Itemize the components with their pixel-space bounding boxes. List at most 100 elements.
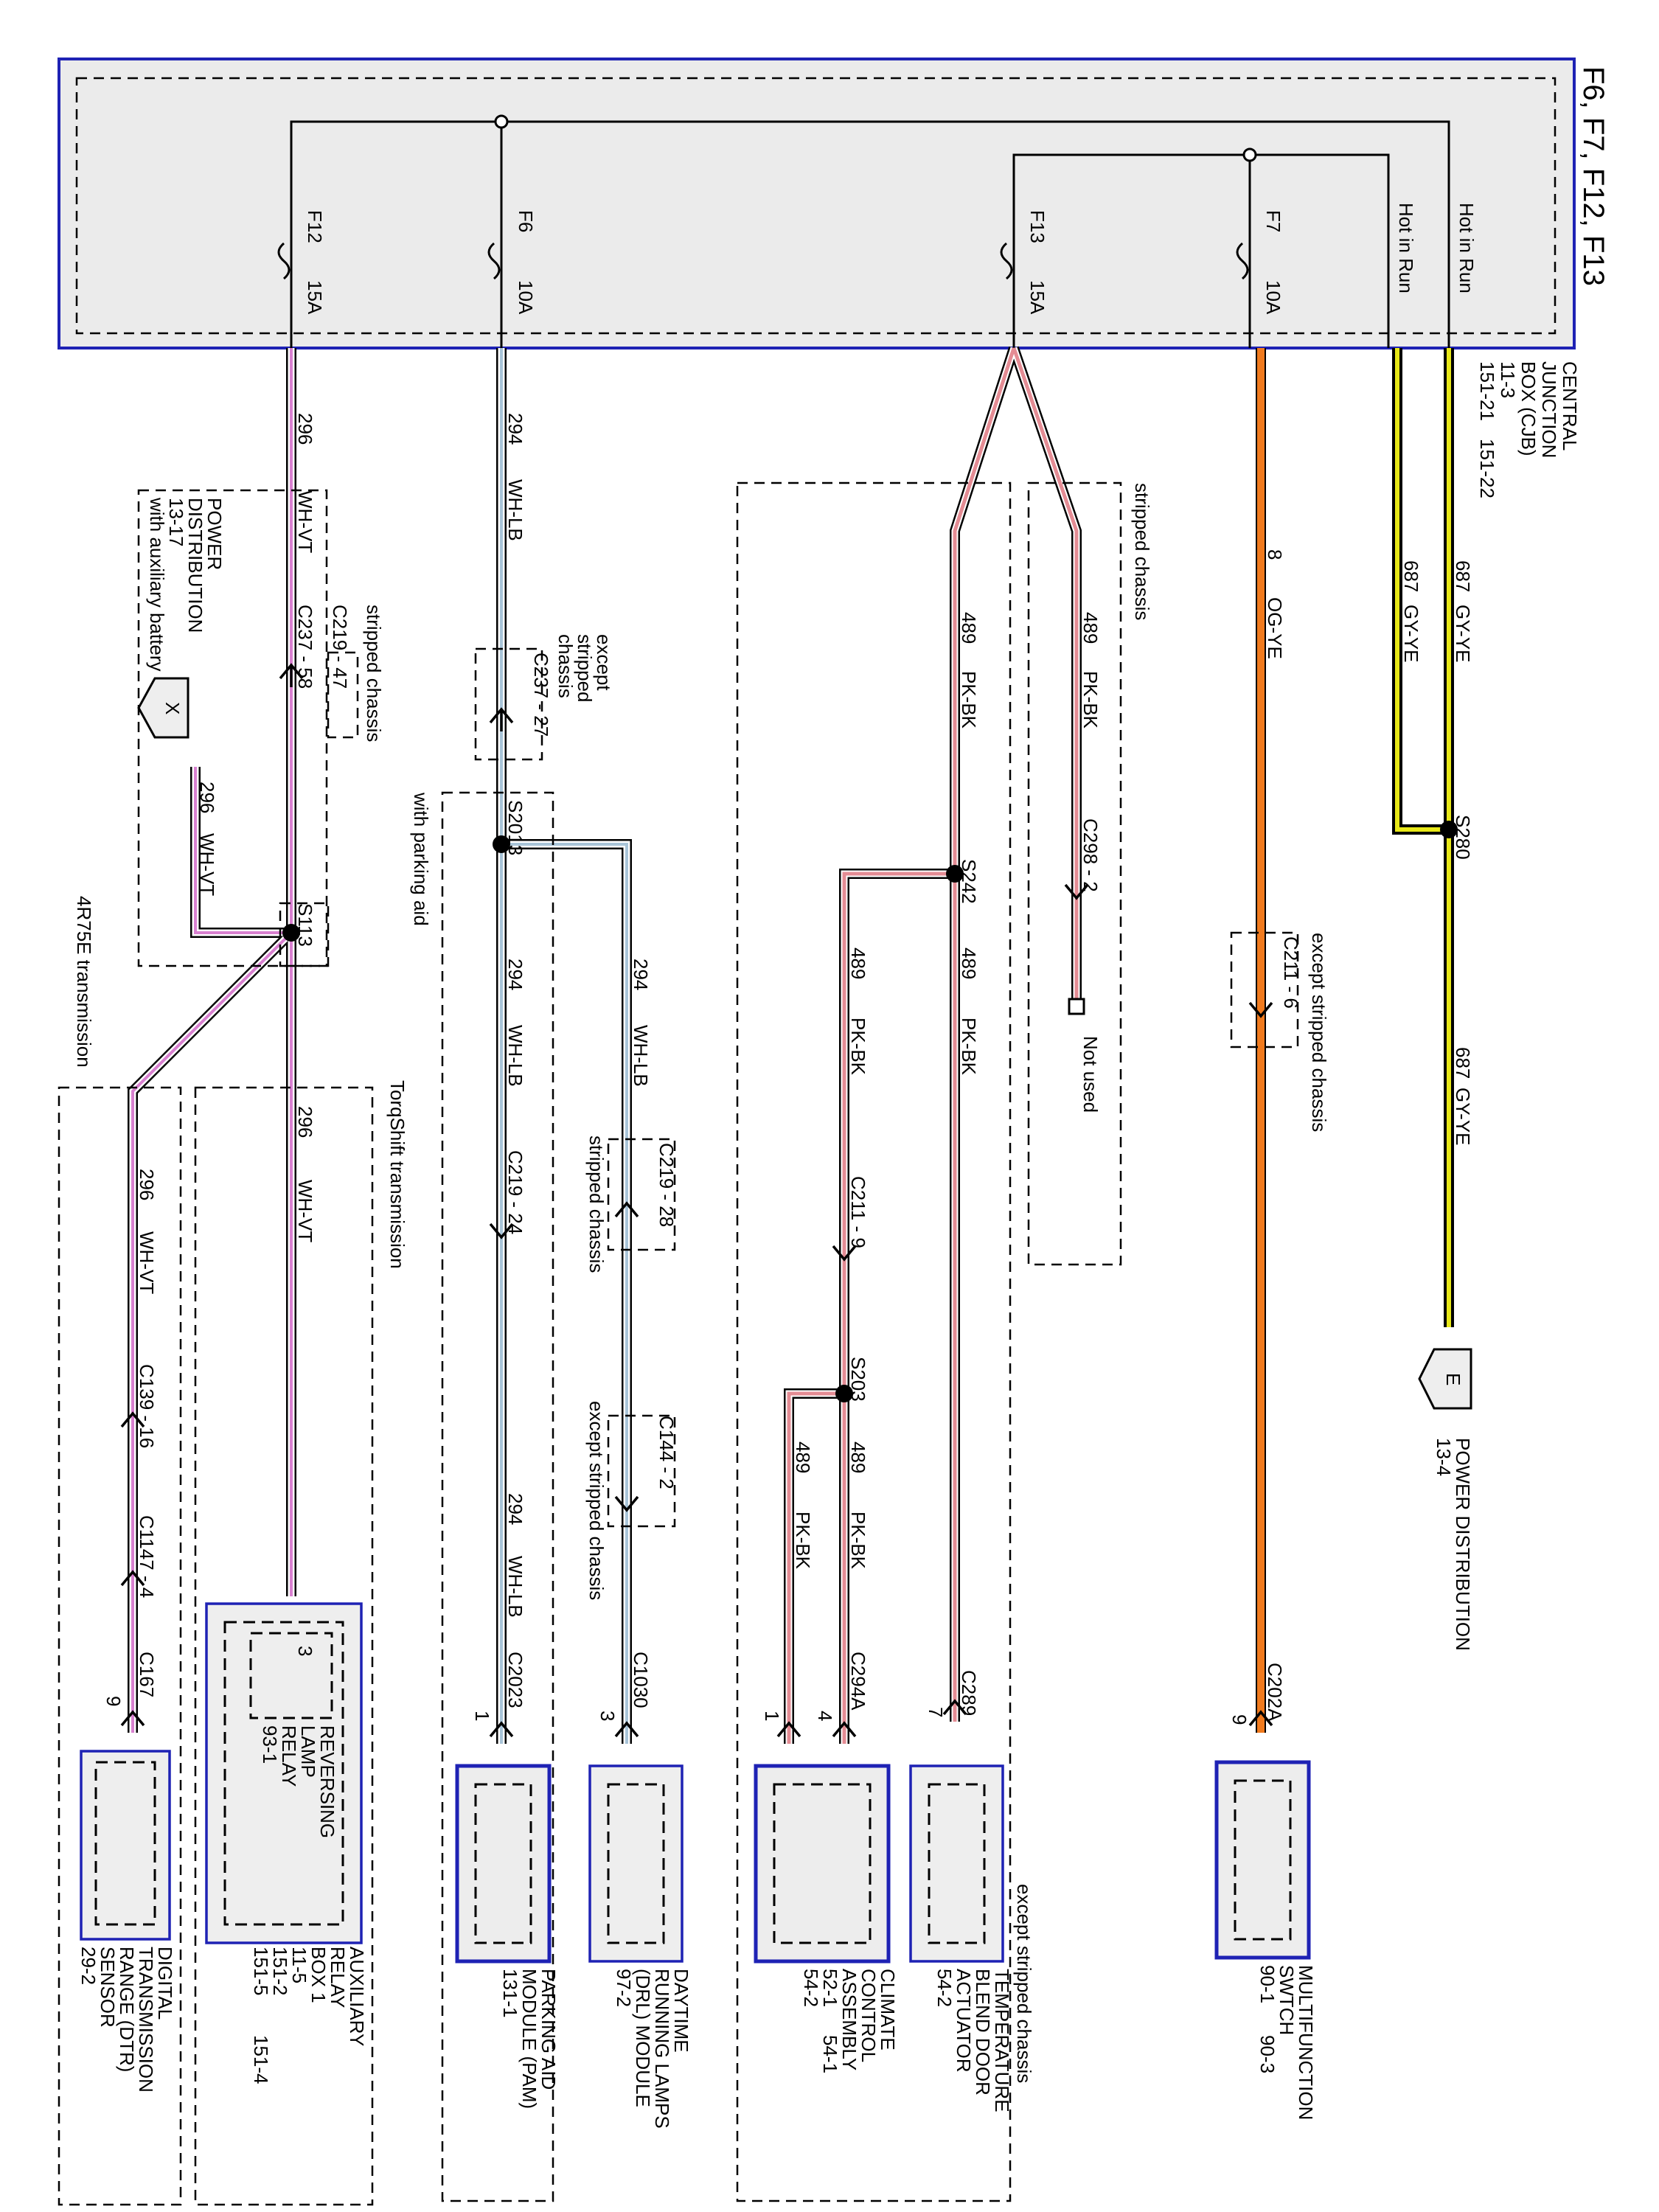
label-wh-lb-c: WH-LB [504, 1556, 526, 1618]
component-reversing-relay-inner [249, 1632, 333, 1719]
splice-s113 [282, 924, 300, 942]
connector-arrow-c144-2 [614, 1495, 639, 1512]
svg-text:54-2: 54-2 [933, 1969, 956, 2007]
label-wh-vt-a: WH-VT [294, 490, 316, 553]
svg-text:DAYTIME: DAYTIME [670, 1969, 692, 2053]
fuse-f12-symbol [277, 242, 291, 280]
label-c219-28: C219 - 28 [655, 1143, 678, 1227]
svg-text:PARKING AID: PARKING AID [538, 1969, 560, 2090]
fuse-f12-rating: 15A [304, 280, 326, 315]
box-except-stripped-c144-2 [607, 1414, 676, 1528]
svg-text:RELAY: RELAY [278, 1725, 300, 1787]
offpage-e-name-1: POWER DISTRIBUTION [1452, 1438, 1474, 1651]
svg-text:SWTCH: SWTCH [1276, 1965, 1298, 2035]
note-not-used: Not used [1079, 1036, 1102, 1113]
label-687-b: 687 [1400, 560, 1422, 592]
svg-text:90-3: 90-3 [1256, 2035, 1279, 2073]
svg-text:LAMP: LAMP [297, 1725, 319, 1778]
label-s113: S113 [294, 903, 316, 947]
component-aux-relay-box [205, 1602, 363, 1944]
note-stripped-chassis-2: stripped chassis [585, 1135, 608, 1273]
offpage-x-shape [137, 677, 189, 739]
cjb-name-3: BOX (CJB) [1517, 361, 1540, 456]
svg-text:54-2: 54-2 [800, 1969, 822, 2007]
svg-text:131-1: 131-1 [499, 1969, 521, 2018]
label-s280: S280 [1452, 815, 1474, 860]
offpage-e-ref: 13-4 [1433, 1438, 1455, 1476]
label-s203: S203 [847, 1357, 869, 1402]
label-c1030: C1030 [630, 1652, 652, 1708]
component-tbd-box [909, 1764, 1004, 1963]
connector-arrow-c139-16 [120, 1411, 145, 1428]
label-687-a: 687 [1452, 560, 1474, 592]
fuse-f13-rating: 15A [1026, 280, 1048, 315]
svg-text:BOX 1: BOX 1 [307, 1947, 330, 2003]
label-c219-47: C219 - 47 [329, 605, 351, 689]
component-mfs-box [1214, 1760, 1311, 1960]
svg-text:RELAY: RELAY [327, 1947, 349, 2008]
label-c144-2: C144 - 2 [655, 1416, 678, 1489]
svg-text:151-4: 151-4 [250, 2035, 272, 2084]
box-aux-battery [137, 489, 328, 967]
pin-arrow-dtr [120, 1710, 145, 1727]
label-296-b: 296 [294, 1106, 316, 1138]
connector-arrow-c211-9 [832, 1245, 857, 1262]
note-stripped-1: stripped [574, 634, 596, 703]
fuse-f13-symbol [1000, 242, 1013, 280]
splice-s242 [946, 865, 964, 883]
box-stripped-chassis-upper [1027, 481, 1122, 1266]
component-labels: DIGITAL TRANSMISSION RANGE (DTR) SENSOR … [77, 1725, 1317, 2129]
label-gy-ye-b: GY-YE [1400, 605, 1422, 663]
svg-text:97-2: 97-2 [613, 1969, 635, 2007]
label-489-b: 489 [1079, 612, 1102, 644]
box-except-stripped-c211-6 [1230, 931, 1299, 1048]
svg-text:AUXILIARY: AUXILIARY [346, 1947, 368, 2046]
pin-mfs: 9 [1228, 1714, 1251, 1725]
svg-text:MODULE (PAM): MODULE (PAM) [518, 1969, 540, 2109]
component-drl-box [588, 1764, 684, 1963]
label-pk-bk-b: PK-BK [1079, 671, 1102, 729]
box-stripped-c219-28 [607, 1138, 676, 1251]
connector-arrow-c1147-4 [120, 1570, 145, 1587]
label-c237-58: C237 - 58 [294, 605, 316, 689]
cjb-box [58, 58, 1576, 349]
hot-in-run-label-2: Hot in Run [1455, 203, 1478, 293]
pin-cca-1: 1 [761, 1711, 783, 1721]
svg-text:REVERSING: REVERSING [316, 1725, 338, 1838]
label-296-a: 296 [294, 413, 316, 445]
svg-text:SENSOR: SENSOR [97, 1947, 119, 2028]
label-294-b: 294 [504, 959, 526, 990]
box-s113 [279, 902, 330, 967]
connector-arrow-c219-28 [614, 1201, 639, 1218]
offpage-x-name-2: DISTRIBUTION [184, 498, 206, 633]
label-wh-vt-c: WH-VT [196, 833, 218, 896]
wire-294-wh-lb [496, 348, 632, 1744]
label-c2023: C2023 [504, 1652, 526, 1708]
component-mfs-inner [1234, 1779, 1292, 1941]
cjb-inner-dashed [75, 77, 1557, 335]
label-c1147-4: C1147 - 4 [136, 1515, 158, 1598]
label-489-c: 489 [958, 947, 980, 979]
label-c211-6: C211 - 6 [1280, 936, 1302, 1009]
component-drl-inner [607, 1783, 665, 1944]
box-except-stripped-c237-27 [474, 647, 543, 761]
svg-text:BLEND DOOR: BLEND DOOR [972, 1969, 994, 2096]
fuse-f7-symbol [1236, 242, 1249, 280]
offpage-e-symbol: E [1442, 1373, 1464, 1385]
svg-text:DIGITAL: DIGITAL [154, 1947, 176, 2020]
label-294-c: 294 [504, 1493, 526, 1525]
fuse-f7-label: F7 [1262, 210, 1284, 232]
label-c237-27: C237 - 27 [530, 653, 552, 737]
label-wh-vt-d: WH-VT [136, 1231, 158, 1294]
fuse-f13-label: F13 [1026, 210, 1048, 243]
pin-arrow-cca-4 [832, 1721, 857, 1738]
note-4r75e: 4R75E transmission [73, 896, 95, 1068]
svg-text:CLIMATE: CLIMATE [877, 1969, 899, 2051]
svg-text:93-1: 93-1 [259, 1725, 281, 1764]
cjb-ref-1: 11-3 [1497, 361, 1519, 398]
splice-s2013 [493, 835, 510, 853]
component-cca-box [754, 1764, 891, 1964]
label-c289: C289 [958, 1670, 980, 1716]
connector-arrow-c237-27 [489, 707, 514, 731]
